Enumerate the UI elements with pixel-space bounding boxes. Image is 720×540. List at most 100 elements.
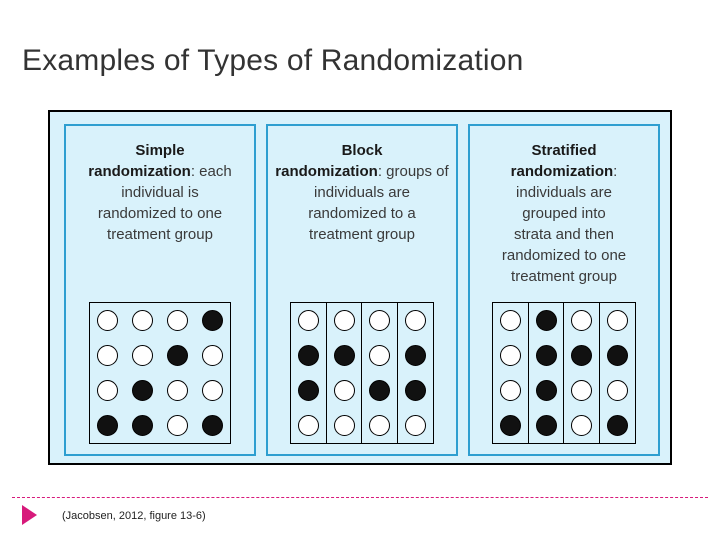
dot-filled-icon xyxy=(167,345,188,366)
dot-open-icon xyxy=(167,380,188,401)
panel-stratified-grid-wrap xyxy=(470,302,658,444)
figure-container: Simple randomization: each individual is… xyxy=(48,110,672,465)
panel-simple-heading-line2: randomization xyxy=(88,163,191,180)
dot-open-icon xyxy=(606,310,628,331)
dot-cell xyxy=(291,408,326,443)
block-column xyxy=(396,302,434,444)
dot-filled-icon xyxy=(132,415,153,436)
strata-column xyxy=(527,302,565,444)
dot-open-icon xyxy=(404,310,426,331)
dot-cell xyxy=(529,408,564,443)
dot-cell xyxy=(195,373,230,408)
panel-simple-heading-line1: Simple xyxy=(135,142,185,159)
dot-open-icon xyxy=(500,310,522,331)
dot-filled-icon xyxy=(535,380,557,401)
panel-block-caption: Block randomization: groups of individua… xyxy=(274,140,450,245)
panel-stratified-heading-line1: Stratified xyxy=(531,142,597,159)
dot-cell xyxy=(195,338,230,373)
strata-column xyxy=(492,302,530,444)
dot-cell xyxy=(398,408,433,443)
dot-cell xyxy=(195,303,230,338)
dot-cell xyxy=(327,408,362,443)
dot-cell xyxy=(90,303,125,338)
dot-filled-icon xyxy=(333,345,355,366)
dot-open-icon xyxy=(404,415,426,436)
dot-cell xyxy=(600,373,635,408)
dot-cell xyxy=(125,303,160,338)
panel-simple-desc-line2: randomized to one xyxy=(97,205,223,222)
panel-stratified-desc-line1: : individuals are xyxy=(516,163,618,201)
panel-stratified-randomization: Stratified randomization: individuals ar… xyxy=(468,124,660,456)
panel-stratified-desc-line2: grouped into xyxy=(522,205,606,222)
dot-grid-block xyxy=(290,302,434,444)
dot-cell xyxy=(291,338,326,373)
panel-row: Simple randomization: each individual is… xyxy=(64,124,660,456)
dot-open-icon xyxy=(298,415,320,436)
dot-cell xyxy=(529,303,564,338)
block-column xyxy=(325,302,363,444)
dot-cell xyxy=(90,408,125,443)
dot-grid-stratified xyxy=(492,302,636,444)
dot-open-icon xyxy=(97,310,118,331)
dot-cell xyxy=(125,338,160,373)
dot-cell xyxy=(398,303,433,338)
dot-cell xyxy=(600,408,635,443)
strata-column xyxy=(563,302,601,444)
dot-cell xyxy=(327,373,362,408)
dot-cell xyxy=(327,338,362,373)
dot-open-icon xyxy=(333,415,355,436)
dot-cell xyxy=(160,338,195,373)
footer-divider xyxy=(12,497,708,498)
dot-cell xyxy=(291,303,326,338)
dot-open-icon xyxy=(202,345,223,366)
dot-open-icon xyxy=(202,380,223,401)
dot-cell xyxy=(291,373,326,408)
dot-cell xyxy=(160,303,195,338)
dot-open-icon xyxy=(571,415,593,436)
dot-open-icon xyxy=(369,345,391,366)
dot-cell xyxy=(564,338,599,373)
dot-filled-icon xyxy=(535,345,557,366)
dot-open-icon xyxy=(97,380,118,401)
panel-stratified-heading-line2: randomization xyxy=(510,163,614,180)
source-citation: (Jacobsen, 2012, figure 13-6) xyxy=(62,510,206,522)
dot-cell xyxy=(564,408,599,443)
page-title: Examples of Types of Randomization xyxy=(22,44,524,77)
dot-filled-icon xyxy=(606,345,628,366)
dot-cell xyxy=(398,338,433,373)
panel-simple-randomization: Simple randomization: each individual is… xyxy=(64,124,256,456)
panel-block-heading-line1: Block xyxy=(341,142,383,159)
panel-stratified-desc-line5: treatment group xyxy=(511,268,617,285)
dot-filled-icon xyxy=(132,380,153,401)
play-arrow-icon xyxy=(22,505,37,525)
dot-cell xyxy=(195,408,230,443)
panel-block-grid-wrap xyxy=(268,302,456,444)
dot-open-icon xyxy=(333,380,355,401)
dot-cell xyxy=(493,408,528,443)
panel-simple-desc-line3: treatment group xyxy=(107,226,213,243)
panel-block-heading-line2: randomization xyxy=(275,163,378,180)
panel-block-desc-line3: randomized to a xyxy=(308,205,416,222)
dot-cell xyxy=(493,338,528,373)
dot-cell xyxy=(125,408,160,443)
dot-filled-icon xyxy=(535,415,557,436)
dot-cell xyxy=(362,373,397,408)
dot-grid-simple xyxy=(89,302,231,444)
dot-filled-icon xyxy=(606,415,628,436)
dot-cell xyxy=(600,338,635,373)
dot-cell xyxy=(90,373,125,408)
dot-cell xyxy=(160,408,195,443)
dot-cell xyxy=(529,338,564,373)
dot-open-icon xyxy=(606,380,628,401)
dot-filled-icon xyxy=(202,415,223,436)
dot-cell xyxy=(600,303,635,338)
dot-filled-icon xyxy=(404,380,426,401)
panel-simple-desc-line1: : each individual is xyxy=(121,163,232,201)
panel-simple-caption: Simple randomization: each individual is… xyxy=(72,140,248,245)
dot-cell xyxy=(362,303,397,338)
block-column xyxy=(361,302,399,444)
dot-open-icon xyxy=(369,310,391,331)
panel-block-desc-line1: : groups of xyxy=(377,163,449,180)
dot-cell xyxy=(564,373,599,408)
